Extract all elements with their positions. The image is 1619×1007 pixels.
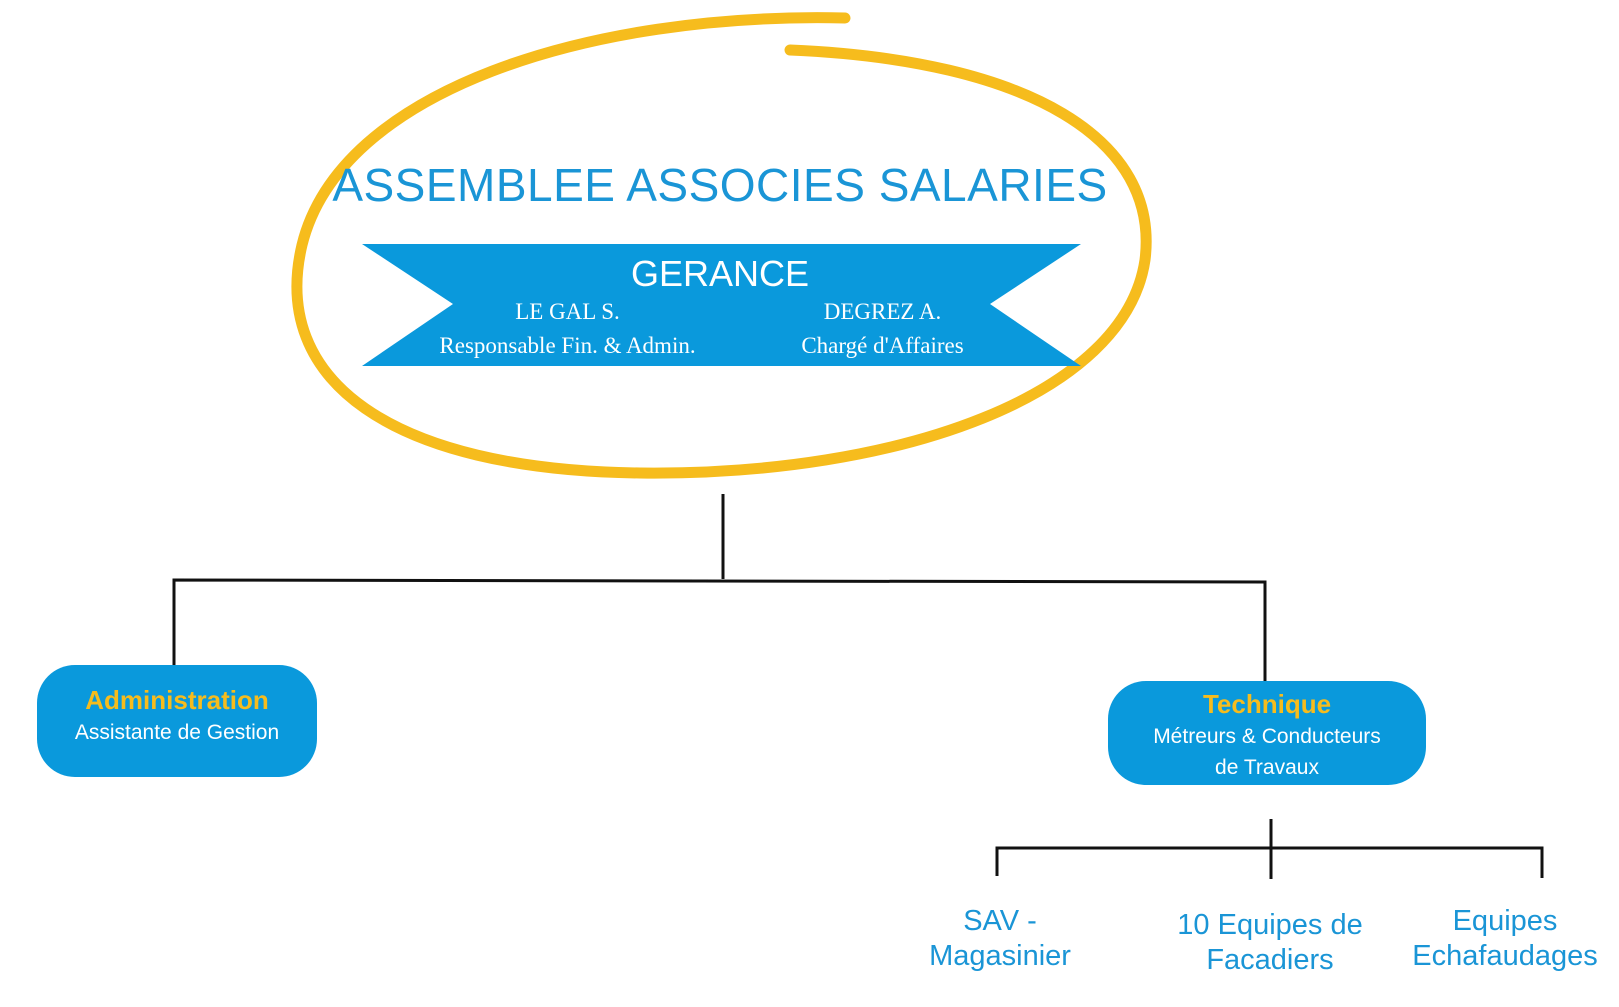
team-label-line2: Magasinier: [929, 940, 1071, 972]
gerance-ribbon: [362, 244, 1081, 366]
gerant-legal: LE GAL S. Responsable Fin. & Admin.: [400, 295, 735, 363]
team-facadiers: 10 Equipes de Facadiers: [1165, 908, 1375, 978]
team-label-line2: Facadiers: [1206, 944, 1334, 976]
assembly-title: ASSEMBLEE ASSOCIES SALARIES: [332, 159, 1108, 211]
team-sav: SAV - Magasinier: [900, 904, 1100, 974]
technique-subtitle-line1: Métreurs & Conducteurs: [1153, 725, 1381, 748]
person-name: DEGREZ A.: [823, 299, 942, 324]
technique-subtitle-line2: de Travaux: [1215, 756, 1319, 779]
administration-subtitle: Assistante de Gestion: [74, 721, 280, 744]
person-role: Responsable Fin. & Admin.: [439, 333, 696, 358]
team-label-line2: Echafaudages: [1412, 940, 1598, 972]
administration-box: Administration Assistante de Gestion: [37, 665, 317, 777]
team-echafaudages: Equipes Echafaudages: [1400, 904, 1610, 974]
highlight-ellipse: [291, 12, 1152, 479]
administration-heading: Administration: [85, 685, 269, 715]
connector-main-horizontal: [172, 578, 1267, 682]
technique-heading: Technique: [1202, 689, 1332, 719]
connector-teams-horizontal: [995, 846, 1544, 878]
team-label-line1: 10 Equipes de: [1177, 909, 1363, 941]
technique-box: Technique Métreurs & Conducteurs de Trav…: [1108, 681, 1426, 785]
gerance-label: GERANCE: [630, 253, 810, 294]
gerant-degrez: DEGREZ A. Chargé d'Affaires: [760, 295, 1005, 363]
team-label-line1: SAV -: [963, 905, 1037, 937]
person-name: LE GAL S.: [515, 299, 620, 324]
person-role: Chargé d'Affaires: [801, 333, 964, 358]
connector-lines: [172, 494, 1544, 879]
team-label-line1: Equipes: [1452, 905, 1558, 937]
